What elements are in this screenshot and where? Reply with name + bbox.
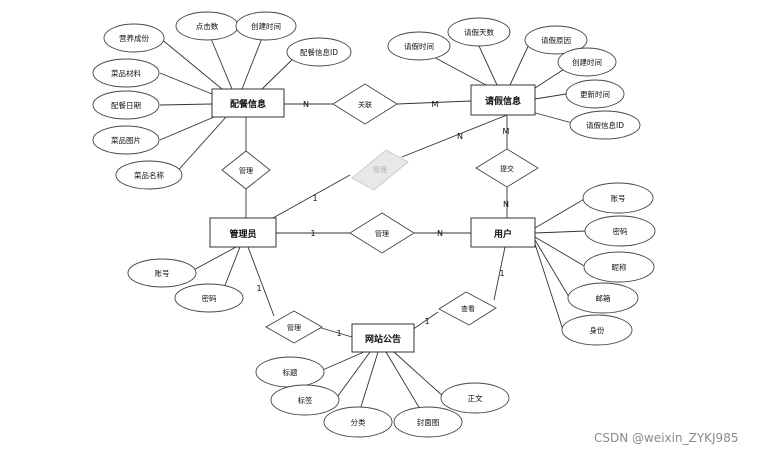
entity-recipe-info-label: 配餐信息	[230, 98, 266, 110]
entity-diet-info-label: 请假信息	[485, 95, 521, 107]
rel-view: 查看	[438, 291, 497, 326]
attr-notice-category-label: 分类	[351, 417, 366, 427]
attr-user-nickname-label: 昵称	[612, 262, 627, 272]
attr-notice-tag: 标签	[270, 384, 340, 416]
entity-notice-label: 网站公告	[365, 333, 401, 345]
card-admin-notice-b: 1	[336, 329, 341, 338]
card-user-notice-a: 1	[499, 269, 504, 278]
entity-admin-label: 管理员	[229, 228, 256, 240]
attr-notice-category: 分类	[323, 406, 393, 438]
rel-manage-diet: 管理	[351, 149, 409, 191]
card-admin-notice-a: 1	[256, 284, 261, 293]
attr-recipe-image: 菜品图片	[92, 125, 160, 155]
card-link-diet: M	[432, 100, 439, 109]
attr-notice-cover: 封面图	[393, 406, 463, 438]
rel-view-label: 查看	[461, 304, 475, 313]
rel-manage-notice-label: 管理	[287, 323, 301, 332]
attr-user-email: 邮箱	[567, 282, 639, 314]
card-user-notice-b: 1	[424, 317, 429, 326]
attr-diet-days: 请假天数	[447, 17, 511, 47]
rel-link-label: 关联	[358, 100, 372, 109]
attr-notice-title: 标题	[255, 356, 325, 388]
attr-notice-title-label: 标题	[283, 367, 298, 377]
attr-diet-time: 请假时间	[387, 31, 451, 61]
attr-recipe-clicks: 点击数	[175, 11, 239, 41]
attr-user-password: 密码	[584, 215, 656, 247]
attr-user-password-label: 密码	[613, 226, 628, 236]
entity-diet-info: 请假信息	[470, 84, 536, 116]
attr-notice-cover-label: 封面图	[417, 417, 440, 427]
attr-diet-created-label: 创建时间	[572, 57, 602, 67]
entity-notice: 网站公告	[351, 323, 415, 353]
rel-manage-recipe-label: 管理	[239, 166, 253, 175]
attr-recipe-id: 配餐信息ID	[286, 37, 352, 67]
attr-recipe-name-label: 菜品名称	[134, 170, 164, 180]
attr-user-account-label: 账号	[611, 194, 626, 203]
attr-notice-body: 正文	[440, 382, 510, 414]
attr-notice-body-label: 正文	[468, 393, 483, 403]
watermark: CSDN @weixin_ZYKJ985	[594, 431, 739, 445]
entity-user-label: 用户	[493, 228, 512, 240]
card-submit-user: N	[503, 200, 509, 209]
card-admin-user-many: N	[437, 229, 443, 238]
attr-recipe-name: 菜品名称	[115, 160, 183, 190]
rel-manage-user-label: 管理	[375, 229, 389, 238]
entity-user: 用户	[470, 217, 536, 248]
attr-user-role-label: 身份	[590, 325, 605, 335]
attr-diet-reason: 请假原因	[524, 25, 588, 55]
rel-submit-label: 提交	[500, 164, 514, 173]
attr-diet-updated-label: 更新时间	[580, 89, 610, 99]
attr-diet-id: 请假信息ID	[569, 110, 641, 140]
attr-admin-password-label: 密码	[202, 293, 217, 303]
attr-user-email-label: 邮箱	[596, 293, 611, 303]
attr-diet-reason-label: 请假原因	[541, 35, 571, 45]
card-diet-submit: M	[503, 127, 510, 136]
rel-manage-notice: 管理	[265, 310, 323, 344]
card-recipe-link: N	[303, 100, 309, 109]
attr-recipe-date-label: 配餐日期	[111, 101, 141, 110]
attr-recipe-date: 配餐日期	[92, 90, 160, 120]
entity-admin: 管理员	[209, 217, 277, 248]
attr-recipe-created-label: 创建时间	[251, 21, 281, 31]
attr-admin-password: 密码	[174, 283, 244, 313]
rel-manage-diet-label: 管理	[373, 165, 387, 174]
rel-link: 关联	[332, 83, 398, 125]
attr-diet-updated: 更新时间	[565, 79, 625, 109]
attr-recipe-created: 创建时间	[235, 11, 297, 41]
attr-diet-id-label: 请假信息ID	[586, 120, 624, 130]
attr-user-role: 身份	[561, 314, 633, 346]
attr-recipe-materials: 菜品材料	[92, 58, 160, 88]
attr-notice-tag-label: 标签	[298, 395, 313, 405]
attr-admin-account-label: 账号	[155, 269, 170, 278]
card-diet-admin: N	[457, 132, 463, 141]
attr-recipe-nutrition-label: 营养成份	[119, 33, 149, 43]
attr-recipe-image-label: 菜品图片	[111, 135, 141, 145]
card-admin-recipe: 1	[312, 194, 317, 203]
attr-diet-created: 创建时间	[557, 47, 617, 77]
attr-recipe-id-label: 配餐信息ID	[300, 47, 338, 57]
attr-recipe-nutrition: 营养成份	[103, 23, 165, 53]
attr-user-account: 账号	[582, 182, 654, 214]
rel-manage-recipe: 管理	[221, 150, 271, 190]
card-admin-user-one: 1	[310, 229, 315, 238]
rel-manage-user: 管理	[349, 212, 415, 254]
attr-recipe-clicks-label: 点击数	[196, 21, 219, 31]
cardinality-labels: N M 1 N M N 1 N 1 1 1 1	[256, 100, 509, 338]
attr-recipe-materials-label: 菜品材料	[111, 68, 141, 78]
attr-user-nickname: 昵称	[583, 251, 655, 283]
entity-recipe-info: 配餐信息	[211, 88, 285, 118]
attr-diet-time-label: 请假时间	[404, 41, 434, 51]
rel-submit: 提交	[475, 148, 539, 188]
attr-diet-days-label: 请假天数	[464, 27, 494, 37]
attr-admin-account: 账号	[127, 258, 197, 288]
